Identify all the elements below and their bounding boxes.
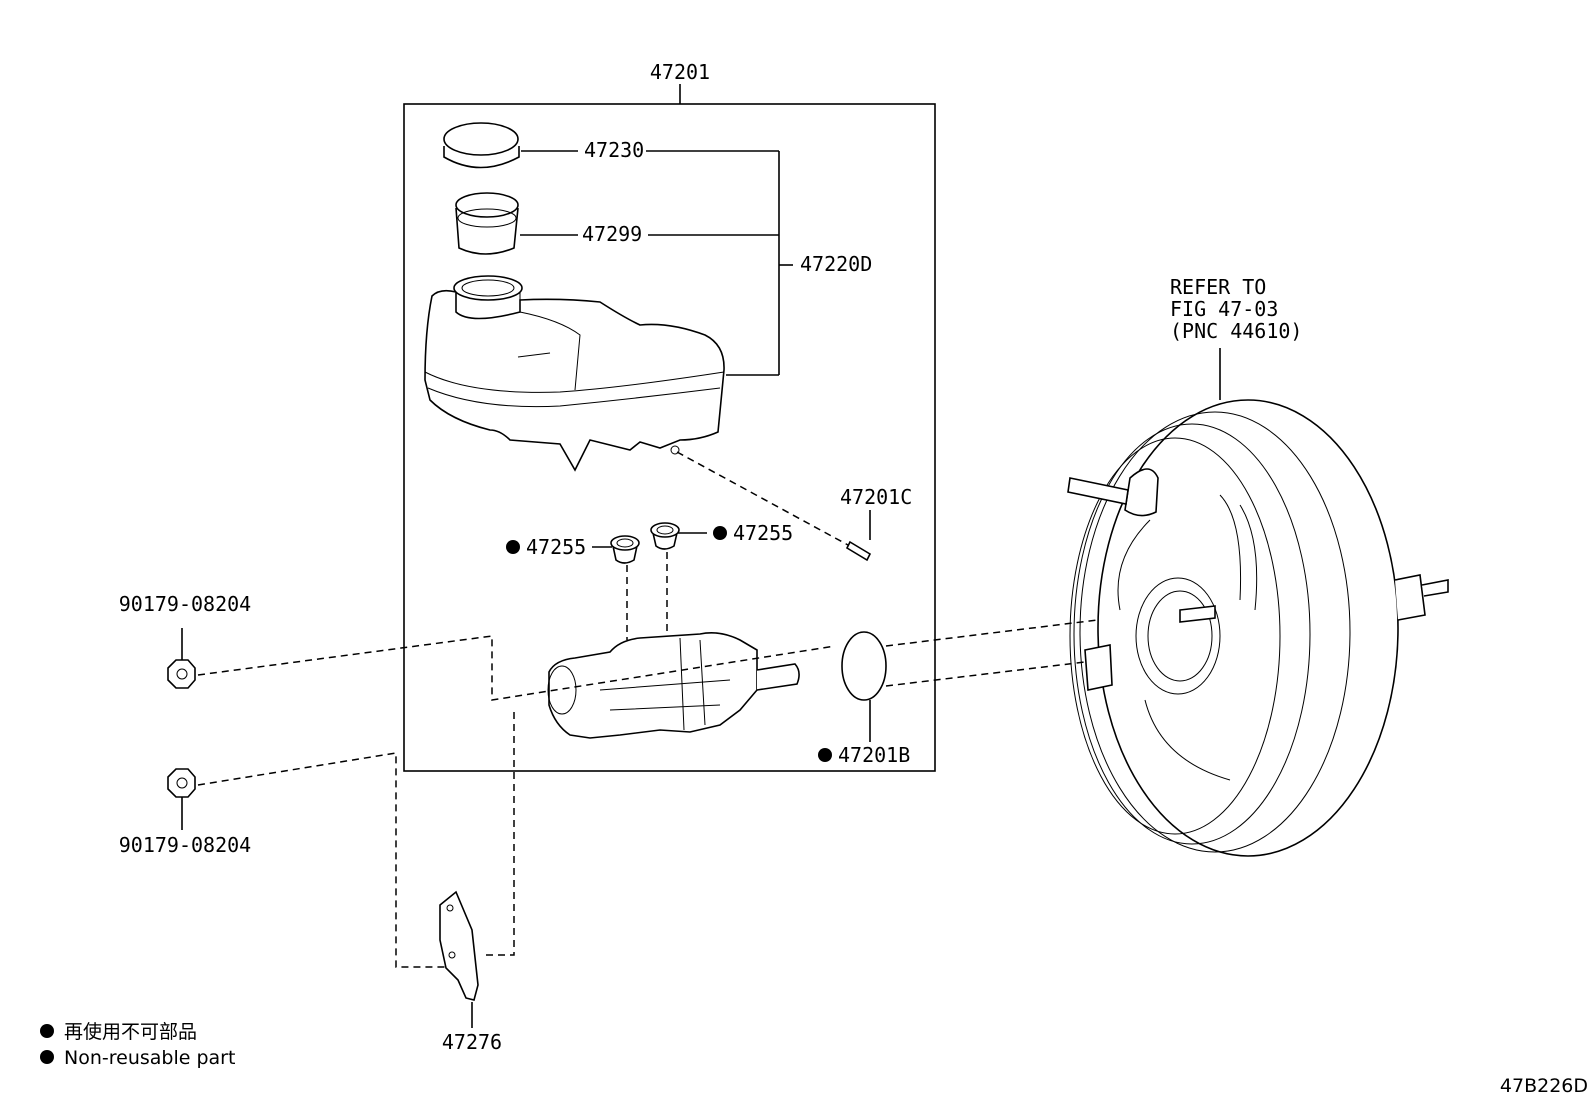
legend-bullet-jp <box>40 1024 54 1038</box>
reservoir-cap-part[interactable] <box>443 122 520 169</box>
oring-part[interactable] <box>841 631 887 701</box>
legend: 再使用不可部品 Non-reusable part <box>40 1021 235 1069</box>
pin-part[interactable] <box>845 540 872 562</box>
label-47255-left[interactable]: 47255 <box>526 535 586 559</box>
brake-booster-part[interactable] <box>1067 399 1449 857</box>
legend-jp: 再使用不可部品 <box>64 1021 197 1043</box>
label-47276[interactable]: 47276 <box>442 1030 502 1054</box>
refer-line-1[interactable]: REFER TO <box>1170 275 1266 299</box>
label-47299[interactable]: 47299 <box>582 222 642 246</box>
figure-code: 47B226D <box>1500 1075 1588 1097</box>
label-47201[interactable]: 47201 <box>650 60 710 84</box>
non-reusable-marker-oring <box>818 748 832 762</box>
reservoir-tank-part[interactable] <box>424 275 725 472</box>
non-reusable-marker-right <box>713 526 727 540</box>
grommet-left-part[interactable] <box>610 535 640 564</box>
label-47201C[interactable]: 47201C <box>840 485 912 509</box>
label-47255-right[interactable]: 47255 <box>733 521 793 545</box>
master-cylinder-part[interactable] <box>547 632 800 739</box>
label-47230[interactable]: 47230 <box>584 138 644 162</box>
label-90179-08204-top[interactable]: 90179-08204 <box>119 592 251 616</box>
nut-top-part[interactable] <box>167 659 196 689</box>
legend-en: Non-reusable part <box>64 1047 235 1069</box>
assembly-frame: 47201 <box>403 60 936 772</box>
label-47220D[interactable]: 47220D <box>800 252 872 276</box>
refer-line-3[interactable]: (PNC 44610) <box>1170 319 1302 343</box>
non-reusable-marker-left <box>506 540 520 554</box>
refer-line-2[interactable]: FIG 47-03 <box>1170 297 1278 321</box>
bracket-part[interactable] <box>439 890 479 1001</box>
label-90179-08204-bottom[interactable]: 90179-08204 <box>119 833 251 857</box>
nut-bottom-part[interactable] <box>167 768 196 798</box>
strainer-part[interactable] <box>455 192 519 255</box>
legend-bullet-en <box>40 1050 54 1064</box>
label-47201B[interactable]: 47201B <box>838 743 910 767</box>
grommet-right-part[interactable] <box>650 522 680 550</box>
